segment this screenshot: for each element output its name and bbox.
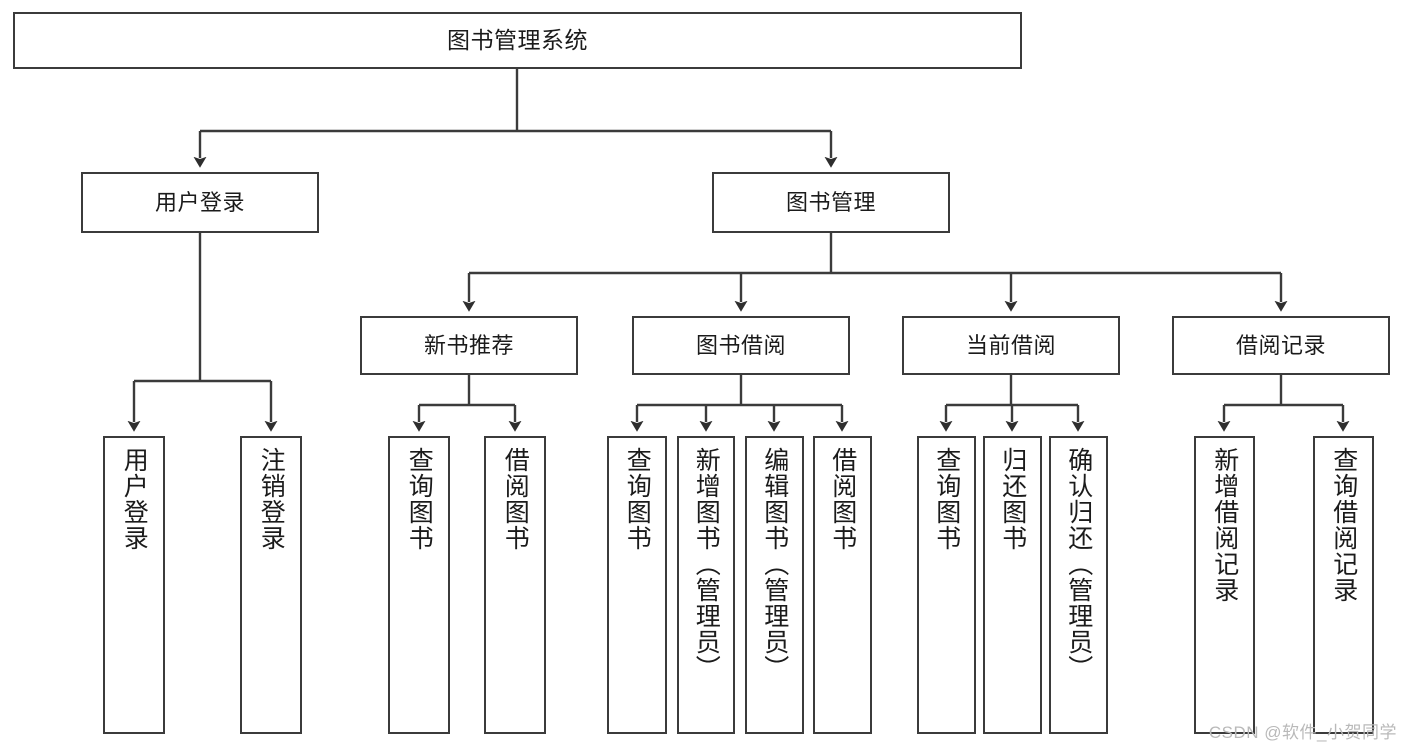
- node-leaf-query-record[interactable]: 查询借阅记录: [1313, 436, 1374, 734]
- node-leaf-add-record-label: 新增借阅记录: [1210, 447, 1239, 603]
- edge-group-borrow-record: [1217, 375, 1350, 432]
- node-current-borrow-label: 当前借阅: [965, 332, 1056, 358]
- edge-group-user-login: [127, 233, 278, 432]
- node-leaf-borrow-book-1-label: 借阅图书: [501, 447, 530, 551]
- edge-group-book-borrow: [630, 375, 849, 432]
- node-leaf-add-book[interactable]: 新增图书（管理员）: [677, 436, 735, 734]
- node-new-book-rec-label: 新书推荐: [423, 332, 514, 358]
- node-leaf-return-book-label: 归还图书: [998, 447, 1027, 551]
- edge-group-new-book-rec: [412, 375, 522, 432]
- node-borrow-record[interactable]: 借阅记录: [1172, 316, 1390, 375]
- node-leaf-query-book-1[interactable]: 查询图书: [388, 436, 450, 734]
- node-leaf-query-book-3[interactable]: 查询图书: [917, 436, 976, 734]
- edge-group-current-borrow: [939, 375, 1085, 432]
- node-leaf-logout[interactable]: 注销登录: [240, 436, 302, 734]
- node-leaf-logout-label: 注销登录: [257, 447, 286, 551]
- node-leaf-return-book[interactable]: 归还图书: [983, 436, 1042, 734]
- node-borrow-record-label: 借阅记录: [1235, 332, 1326, 358]
- node-leaf-borrow-book-1[interactable]: 借阅图书: [484, 436, 546, 734]
- node-leaf-query-book-2-label: 查询图书: [623, 447, 652, 551]
- edge-group-root: [193, 69, 838, 168]
- node-user-login-label: 用户登录: [154, 189, 245, 215]
- node-book-manage-label: 图书管理: [785, 189, 876, 215]
- node-leaf-query-book-1-label: 查询图书: [405, 447, 434, 551]
- node-leaf-query-book-3-label: 查询图书: [932, 447, 961, 551]
- node-leaf-borrow-book-2-label: 借阅图书: [828, 447, 857, 551]
- node-leaf-confirm-return[interactable]: 确认归还（管理员）: [1049, 436, 1108, 734]
- node-leaf-confirm-return-label: 确认归还（管理员）: [1064, 447, 1093, 681]
- node-leaf-borrow-book-2[interactable]: 借阅图书: [813, 436, 872, 734]
- node-book-borrow-label: 图书借阅: [695, 332, 786, 358]
- node-new-book-rec[interactable]: 新书推荐: [360, 316, 578, 375]
- node-leaf-user-login-label: 用户登录: [120, 447, 149, 551]
- node-leaf-add-record[interactable]: 新增借阅记录: [1194, 436, 1255, 734]
- node-user-login[interactable]: 用户登录: [81, 172, 319, 233]
- node-leaf-edit-book[interactable]: 编辑图书（管理员）: [745, 436, 804, 734]
- node-leaf-query-record-label: 查询借阅记录: [1329, 447, 1358, 603]
- edge-group-book-manage: [462, 233, 1288, 312]
- node-leaf-edit-book-label: 编辑图书（管理员）: [760, 447, 789, 681]
- node-current-borrow[interactable]: 当前借阅: [902, 316, 1120, 375]
- node-leaf-user-login[interactable]: 用户登录: [103, 436, 165, 734]
- node-leaf-add-book-label: 新增图书（管理员）: [692, 447, 721, 681]
- node-book-manage[interactable]: 图书管理: [712, 172, 950, 233]
- node-root-system-label: 图书管理系统: [447, 26, 588, 53]
- node-leaf-query-book-2[interactable]: 查询图书: [607, 436, 667, 734]
- node-root-system[interactable]: 图书管理系统: [13, 12, 1022, 69]
- node-book-borrow[interactable]: 图书借阅: [632, 316, 850, 375]
